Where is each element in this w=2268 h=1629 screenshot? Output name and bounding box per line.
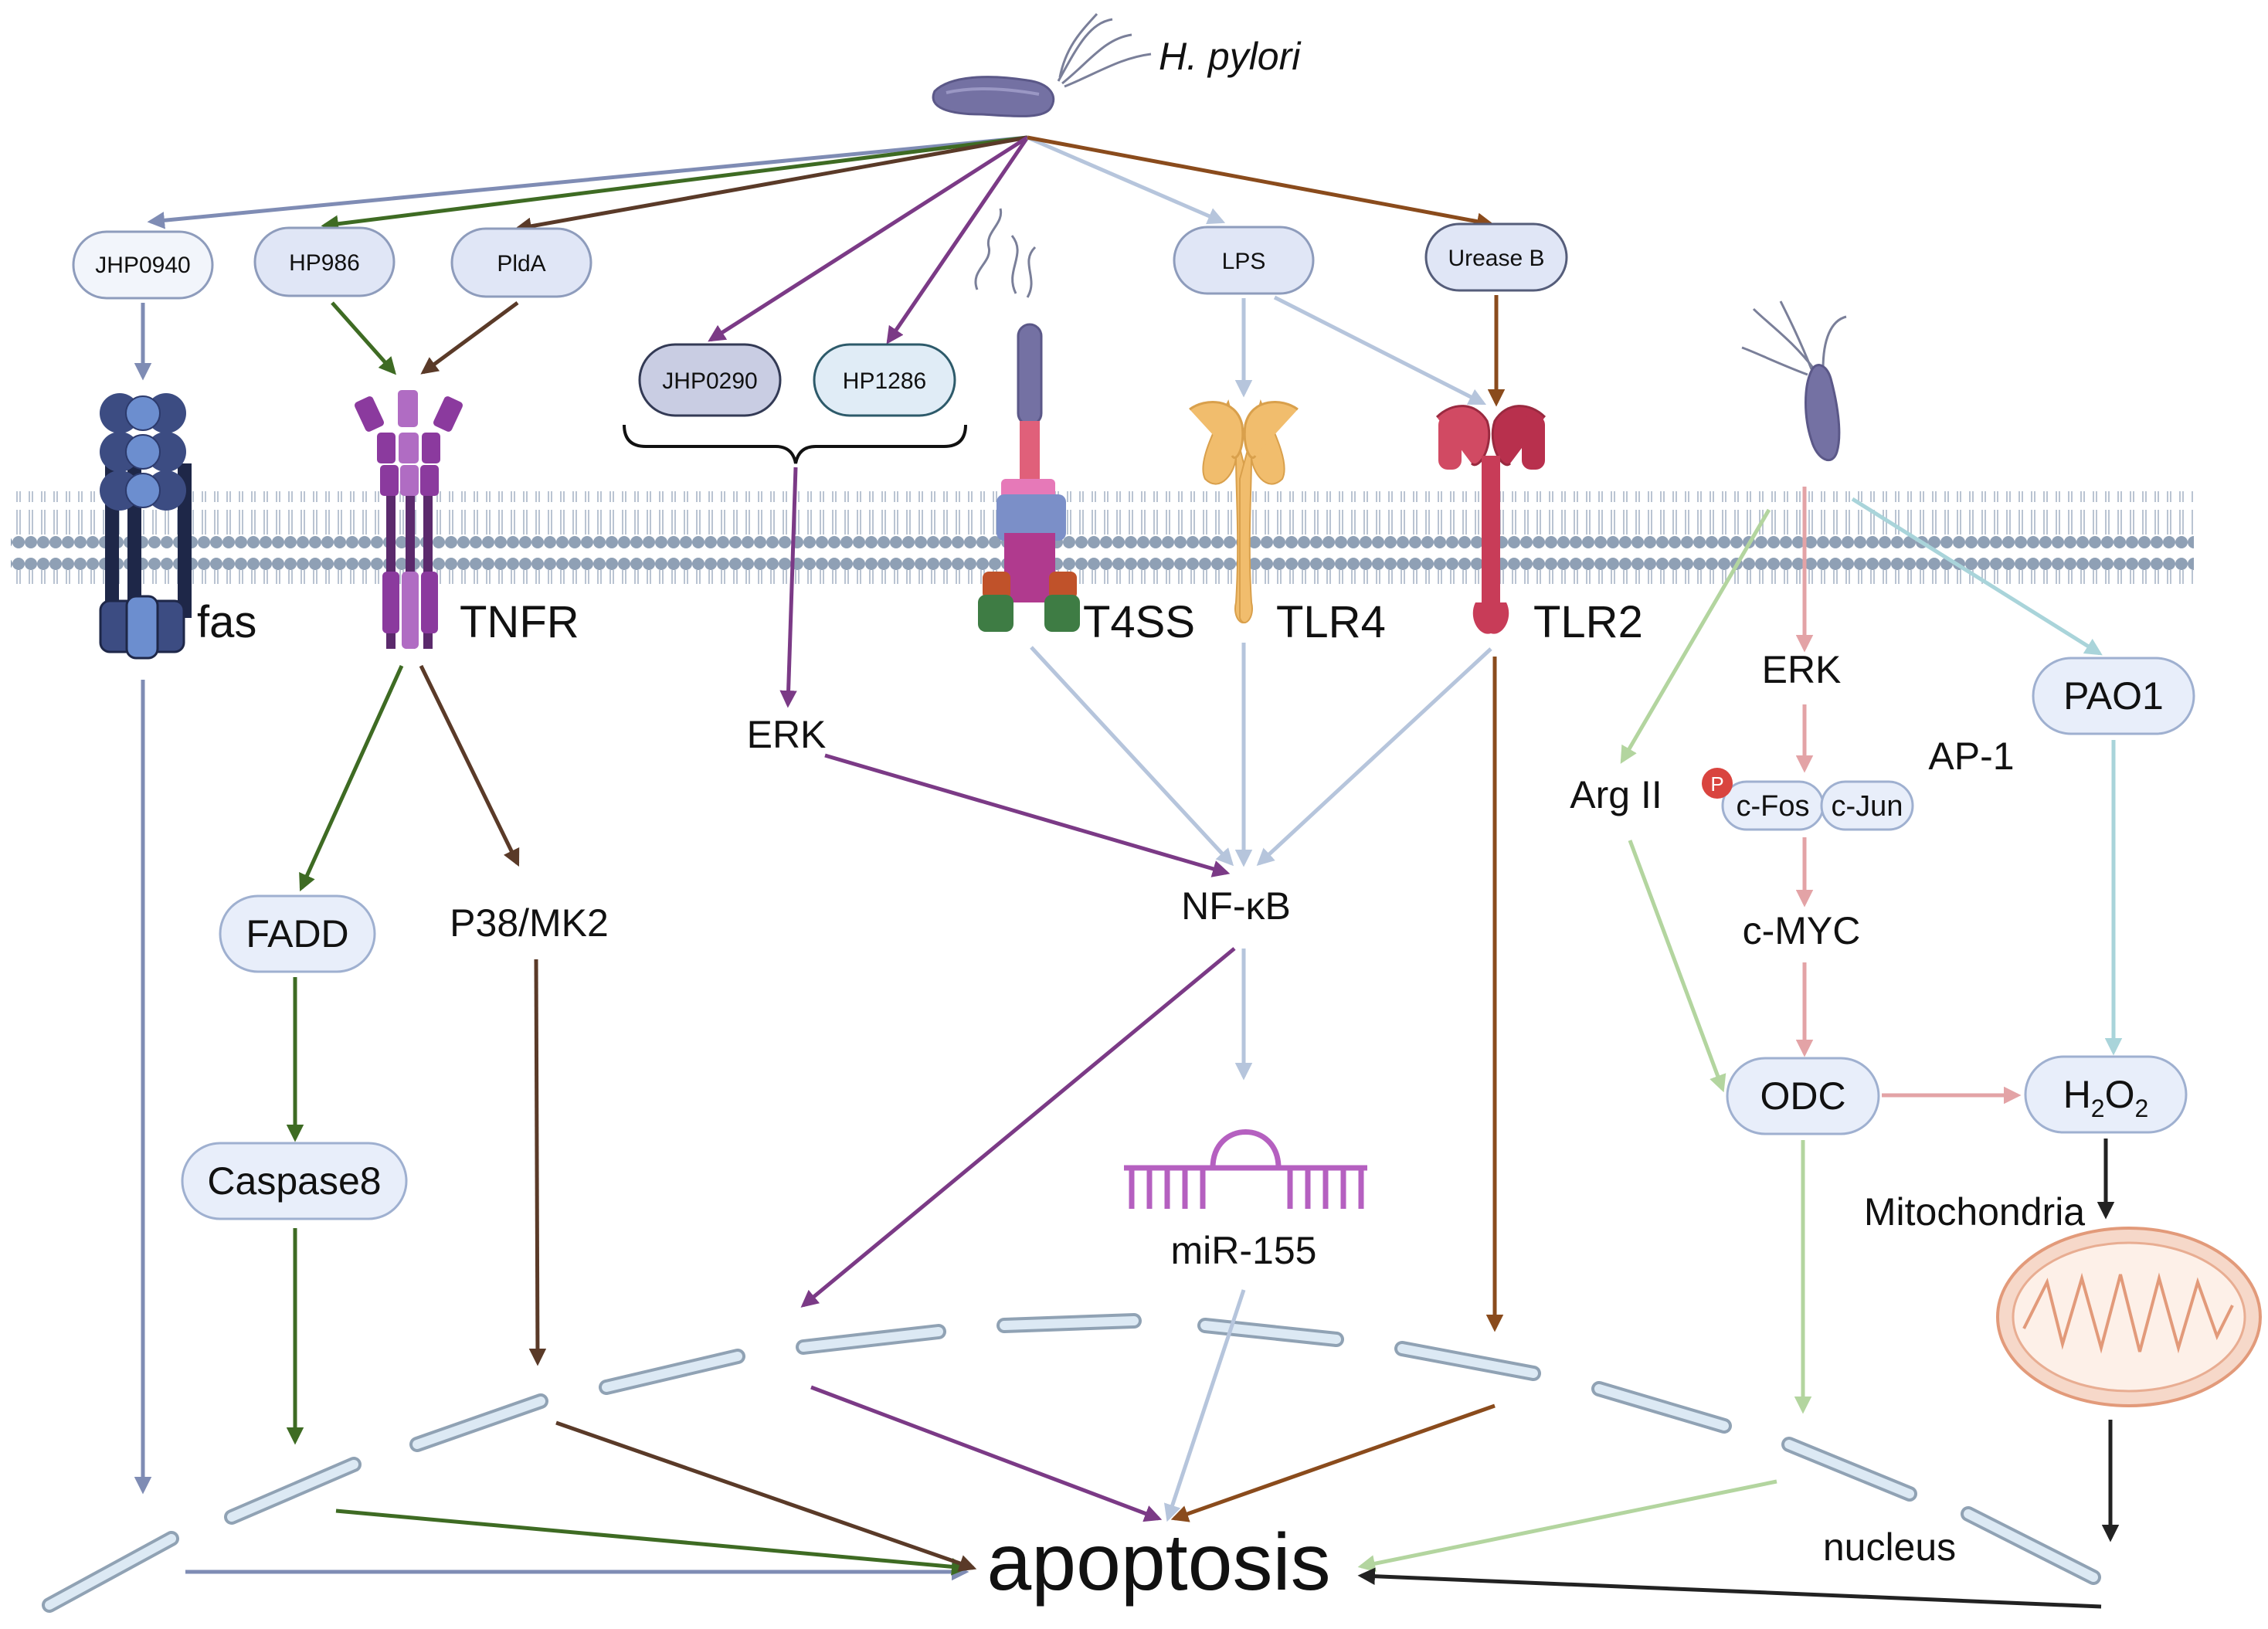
organism-label: H. pylori (1159, 35, 1302, 78)
fas-label: fas (197, 597, 256, 647)
svg-text:H2O2: H2O2 (2063, 1073, 2149, 1122)
svg-text:JHP0940: JHP0940 (95, 253, 190, 278)
tlr2-label: TLR2 (1533, 597, 1643, 647)
tnfr-label: TNFR (460, 597, 579, 647)
bacterium-icon (932, 12, 1152, 117)
mitochondria-label: Mitochondria (1864, 1190, 2085, 1234)
factor-plda: PldA (450, 227, 592, 298)
factor-jhp0290: JHP0290 (638, 343, 782, 417)
mir155-label: miR-155 (1171, 1229, 1317, 1272)
pao1-box: PAO1 (2032, 657, 2195, 735)
apoptosis-label: apoptosis (986, 1518, 1330, 1607)
svg-text:LPS: LPS (1222, 249, 1266, 274)
svg-text:PAO1: PAO1 (2063, 674, 2164, 718)
pathway-arrows (134, 295, 2123, 1609)
fadd-box: FADD (219, 894, 376, 973)
h2o2-box: H2O2 (2024, 1055, 2188, 1134)
fas-receptor-icon (99, 393, 192, 660)
factor-hp1286: HP1286 (813, 343, 956, 417)
svg-text:c-Jun: c-Jun (1832, 790, 1903, 823)
odc-box: ODC (1726, 1057, 1880, 1135)
factor-hp986: HP986 (253, 226, 396, 297)
microrna-icon (1124, 1129, 1367, 1209)
svg-text:ODC: ODC (1760, 1074, 1845, 1118)
svg-text:HP1286: HP1286 (843, 368, 926, 394)
svg-text:JHP0290: JHP0290 (662, 368, 757, 394)
svg-text:FADD: FADD (246, 912, 348, 955)
svg-text:P: P (1710, 772, 1723, 796)
arg2-label: Arg II (1570, 773, 1662, 816)
factor-jhp0940: JHP0940 (72, 230, 214, 300)
cmyc-label: c-MYC (1743, 909, 1861, 952)
svg-text:c-Fos: c-Fos (1737, 790, 1810, 823)
t4ss-label: T4SS (1083, 597, 1195, 647)
arrows-from-hpylori (147, 135, 1495, 344)
ap1-complex: c-Fos c-Jun (1721, 780, 1914, 831)
tlr2-icon (1435, 405, 1547, 634)
tnfr-receptor-icon (354, 390, 463, 649)
membrane-icon (11, 491, 2194, 584)
factor-urease-b: Urease B (1424, 222, 1568, 292)
t4ss-icon (974, 208, 1080, 632)
erk-left-label: ERK (747, 713, 827, 756)
mitochondrion-icon (1996, 1227, 2262, 1407)
bacterium-icon (1741, 300, 1847, 462)
p38-label: P38/MK2 (450, 901, 609, 945)
phosphate-icon: P (1702, 768, 1733, 799)
tlr4-label: TLR4 (1276, 597, 1386, 647)
nucleus-label: nucleus (1823, 1525, 1956, 1569)
svg-text:HP986: HP986 (289, 250, 360, 276)
svg-text:Urease B: Urease B (1448, 246, 1544, 271)
svg-text:Caspase8: Caspase8 (207, 1159, 381, 1203)
brace (623, 424, 967, 464)
erk-right-label: ERK (1762, 648, 1842, 691)
nuclear-envelope (42, 1313, 2101, 1613)
nfkb-label: NF-κB (1181, 884, 1291, 928)
tlr4-icon (1189, 399, 1299, 624)
factor-lps: LPS (1173, 226, 1315, 295)
caspase8-box: Caspase8 (181, 1142, 408, 1220)
svg-text:PldA: PldA (497, 251, 545, 277)
ap1-label: AP-1 (1928, 735, 2014, 778)
